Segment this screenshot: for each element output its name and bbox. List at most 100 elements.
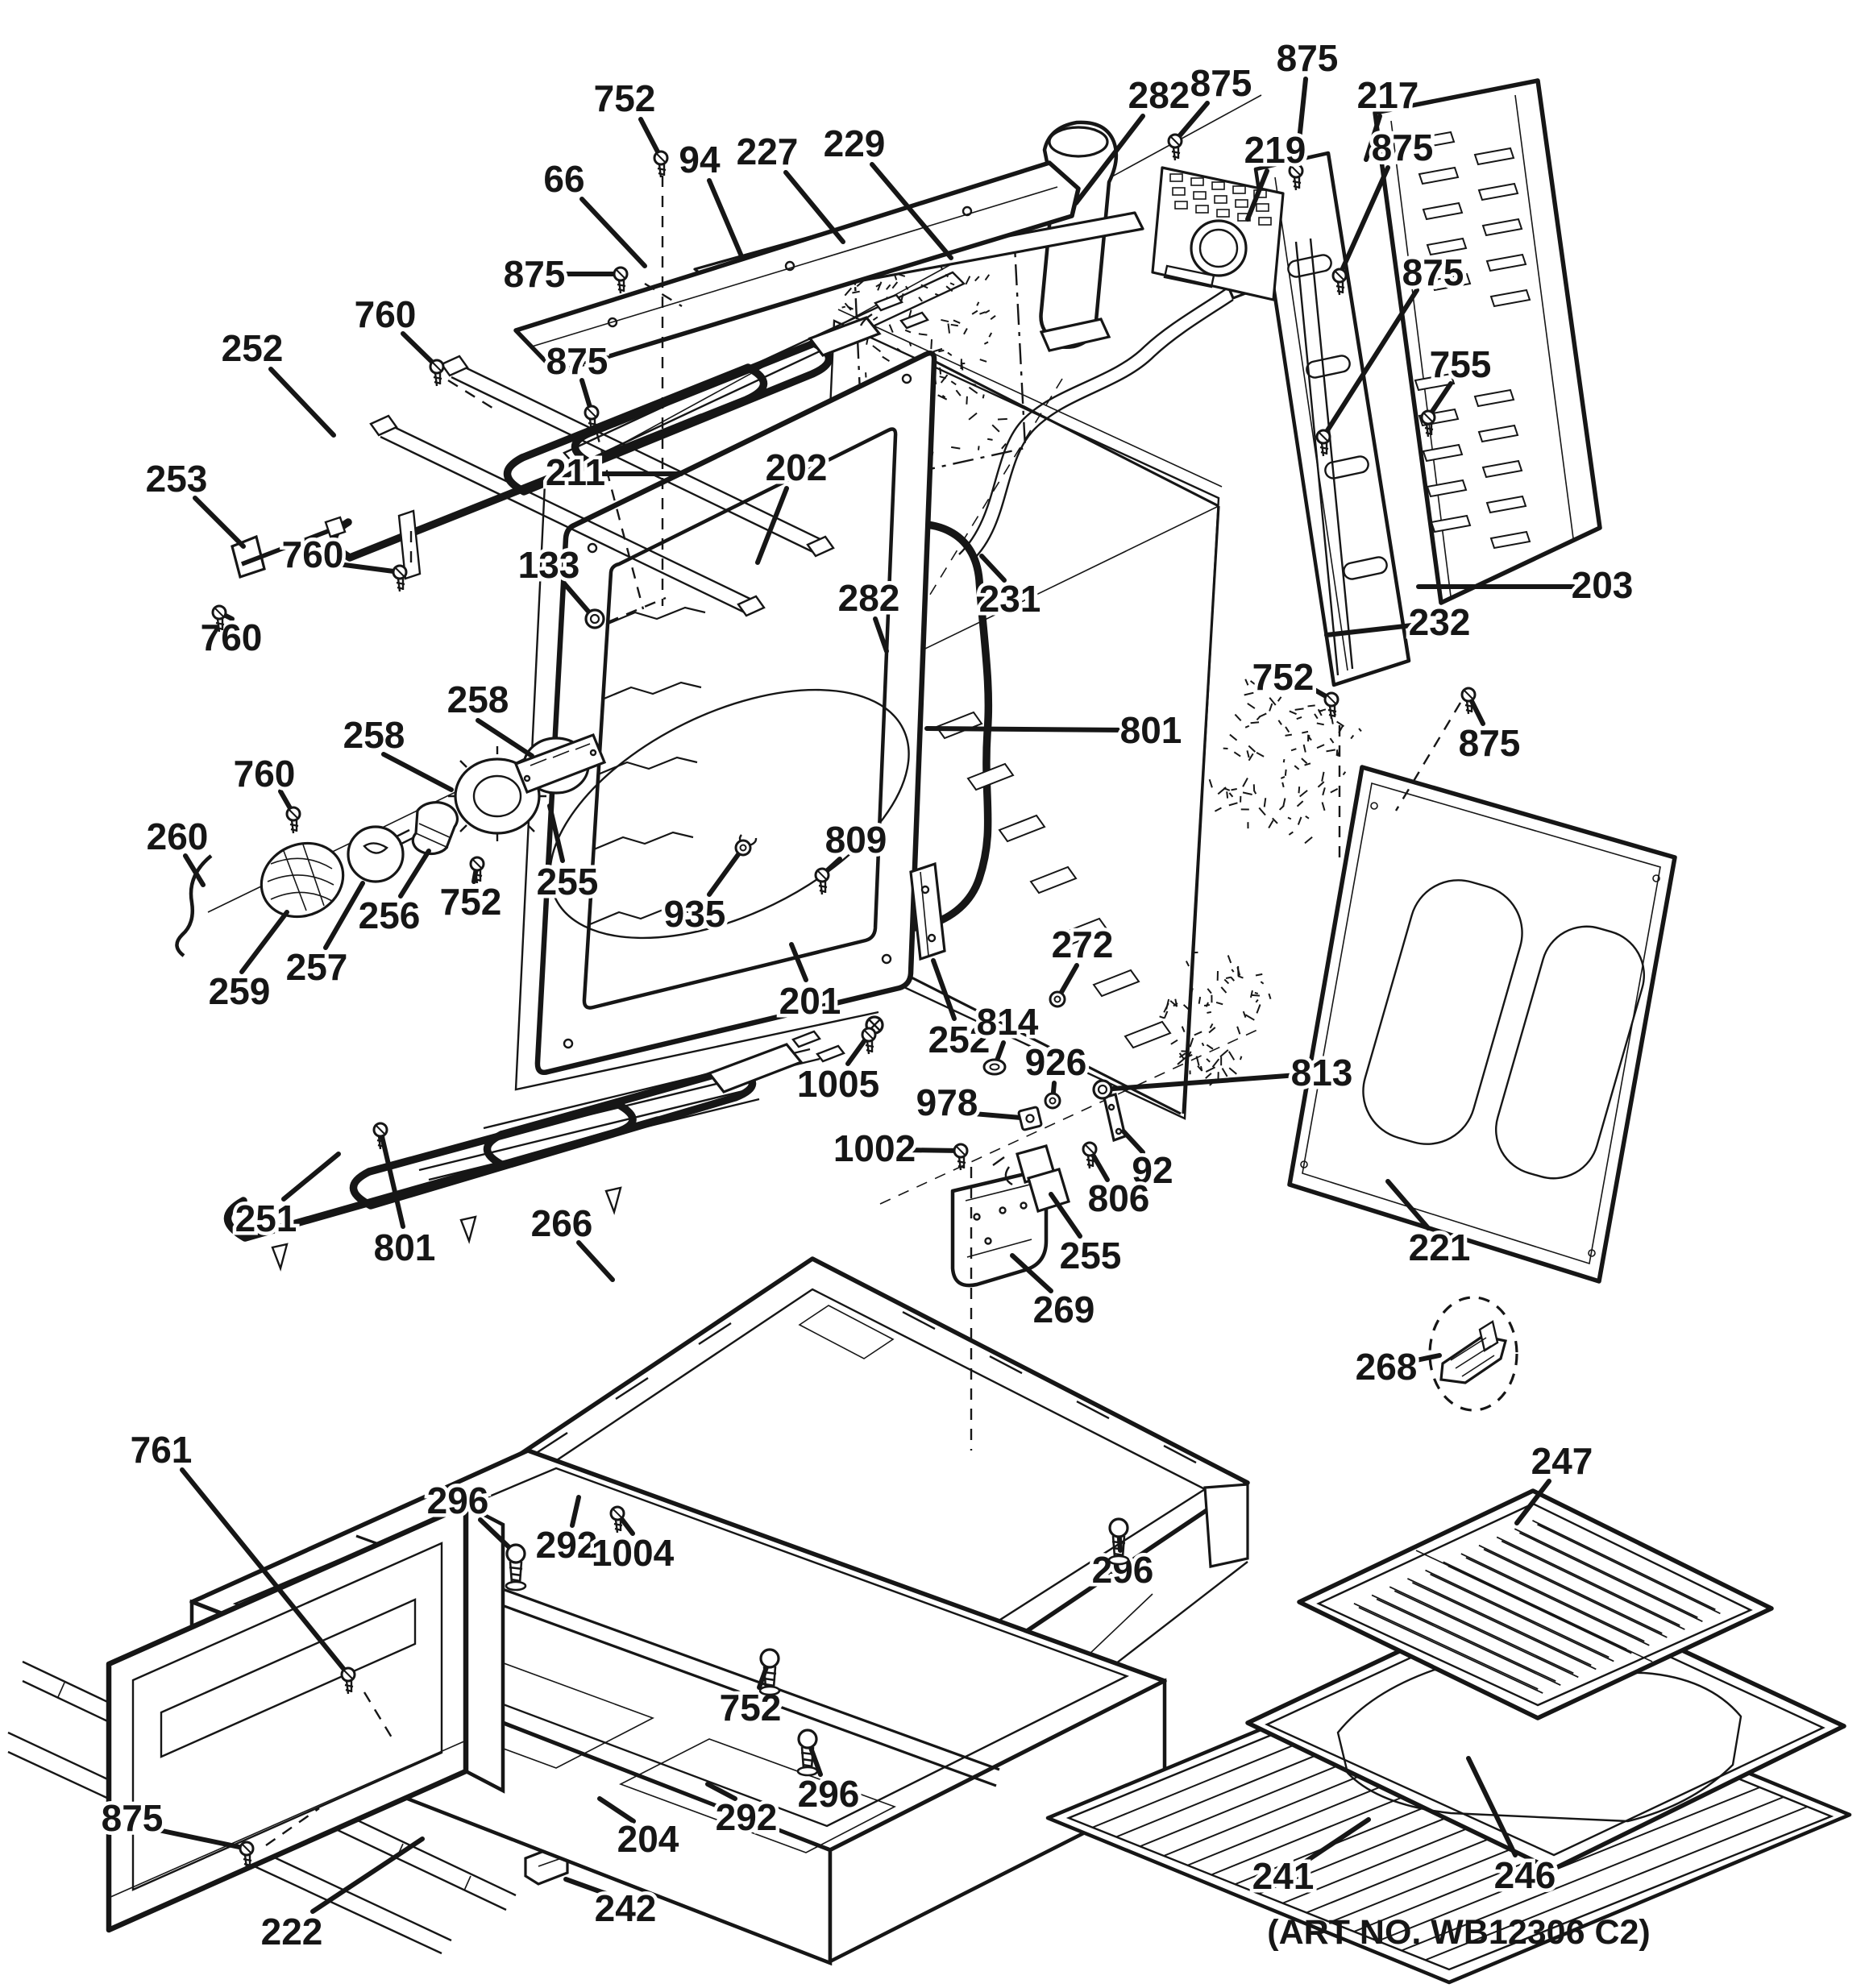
leader-line <box>1321 288 1419 439</box>
screw-icon <box>814 867 830 895</box>
speck <box>1248 753 1254 762</box>
speck <box>1240 795 1242 803</box>
louver-slots <box>1414 131 1531 550</box>
screw-slot <box>616 269 625 279</box>
screw-shaft <box>657 164 667 178</box>
speck <box>1287 816 1292 820</box>
callout-label: 222 <box>261 1911 323 1953</box>
callout-label: 259 <box>209 970 271 1012</box>
leader-line <box>563 1877 609 1896</box>
nut-hole <box>1025 1114 1035 1123</box>
rear-rib <box>966 762 1015 791</box>
speck <box>1288 831 1294 836</box>
screw-slot <box>1464 690 1473 699</box>
callout-label: 255 <box>537 861 599 903</box>
callout-label: 755 <box>1430 343 1492 385</box>
grid-slat <box>1371 1594 1561 1686</box>
speck <box>1178 1052 1186 1058</box>
speck <box>1342 771 1347 776</box>
speck <box>1358 728 1362 733</box>
leader-line <box>398 849 431 899</box>
speck <box>1211 1058 1220 1068</box>
callout-221: 221 <box>1385 1179 1474 1272</box>
louver <box>1477 424 1519 443</box>
nut-hole <box>589 613 600 625</box>
screw-icon <box>653 150 669 178</box>
speck <box>1282 758 1286 763</box>
callout-752: 752 <box>436 861 505 927</box>
louver <box>1426 237 1468 256</box>
leader-line <box>873 616 889 654</box>
callout-269: 269 <box>1010 1253 1099 1334</box>
callout-752: 752 <box>716 1656 785 1733</box>
screw-shaft <box>1292 176 1302 191</box>
speck <box>1248 745 1256 753</box>
vent-hole <box>1195 205 1209 214</box>
callout-260: 260 <box>143 812 212 887</box>
louver <box>1489 288 1531 308</box>
callout-label: 201 <box>779 980 841 1022</box>
louver <box>1422 201 1464 221</box>
base-slot <box>612 1368 649 1401</box>
leader-line <box>1385 1179 1431 1231</box>
screw-shaft <box>1335 281 1345 296</box>
speck <box>1307 734 1310 742</box>
callout-259: 259 <box>205 910 289 1016</box>
washer-icon <box>1049 990 1066 1008</box>
callout-label: 247 <box>1531 1440 1593 1482</box>
callout-809: 809 <box>820 816 891 878</box>
speck <box>1307 704 1315 708</box>
drawer-glide-268 <box>1428 1296 1518 1412</box>
speck <box>1242 778 1248 787</box>
callout-label: 66 <box>543 158 584 200</box>
leader-line <box>979 554 1007 583</box>
speck <box>852 290 860 294</box>
speck <box>1329 737 1335 744</box>
callout-247: 247 <box>1514 1437 1597 1525</box>
grid-slat <box>1406 1578 1597 1671</box>
callout-256: 256 <box>355 849 431 940</box>
screw-shaft <box>396 578 405 592</box>
callout-label: 94 <box>679 139 721 181</box>
louver <box>1473 147 1515 166</box>
screw-shaft <box>433 372 442 387</box>
callout-label: 229 <box>824 122 886 164</box>
side-bracket-252 <box>909 861 946 961</box>
speck <box>1244 691 1254 696</box>
bolt-icon <box>1107 1517 1130 1566</box>
speck <box>1330 787 1339 794</box>
bolt-head <box>759 1648 780 1669</box>
speck <box>918 297 923 302</box>
speck <box>1219 1049 1229 1058</box>
leader-line <box>902 1148 963 1153</box>
speck <box>1282 798 1286 807</box>
louver <box>1481 218 1523 237</box>
leader-line <box>789 942 808 982</box>
grid-slat <box>1514 1528 1703 1622</box>
assembly-dash-line <box>265 1807 320 1846</box>
callout-241: 241 <box>1248 1817 1371 1901</box>
broil-terminal-bracket <box>707 1030 845 1094</box>
speck <box>938 349 945 353</box>
leader-line <box>783 170 845 244</box>
bolt-head <box>797 1729 818 1749</box>
screw-icon <box>861 1027 877 1055</box>
speck <box>1225 976 1232 980</box>
callout-label: 292 <box>536 1524 598 1566</box>
screw-icon <box>613 266 629 294</box>
speck <box>1159 1015 1165 1019</box>
leader-line <box>1514 1479 1551 1525</box>
louver <box>1422 443 1464 463</box>
screw-slot <box>613 1509 622 1518</box>
louver <box>1477 182 1519 201</box>
callout-755: 755 <box>1426 340 1495 420</box>
speck <box>1208 778 1213 788</box>
speck <box>1254 991 1258 994</box>
leader-line <box>931 958 957 1021</box>
speck <box>1285 733 1293 737</box>
screw-icon <box>1331 268 1348 296</box>
screw-shaft <box>1327 705 1337 720</box>
screw-shaft <box>243 1854 252 1869</box>
vent-hole <box>1211 181 1225 190</box>
